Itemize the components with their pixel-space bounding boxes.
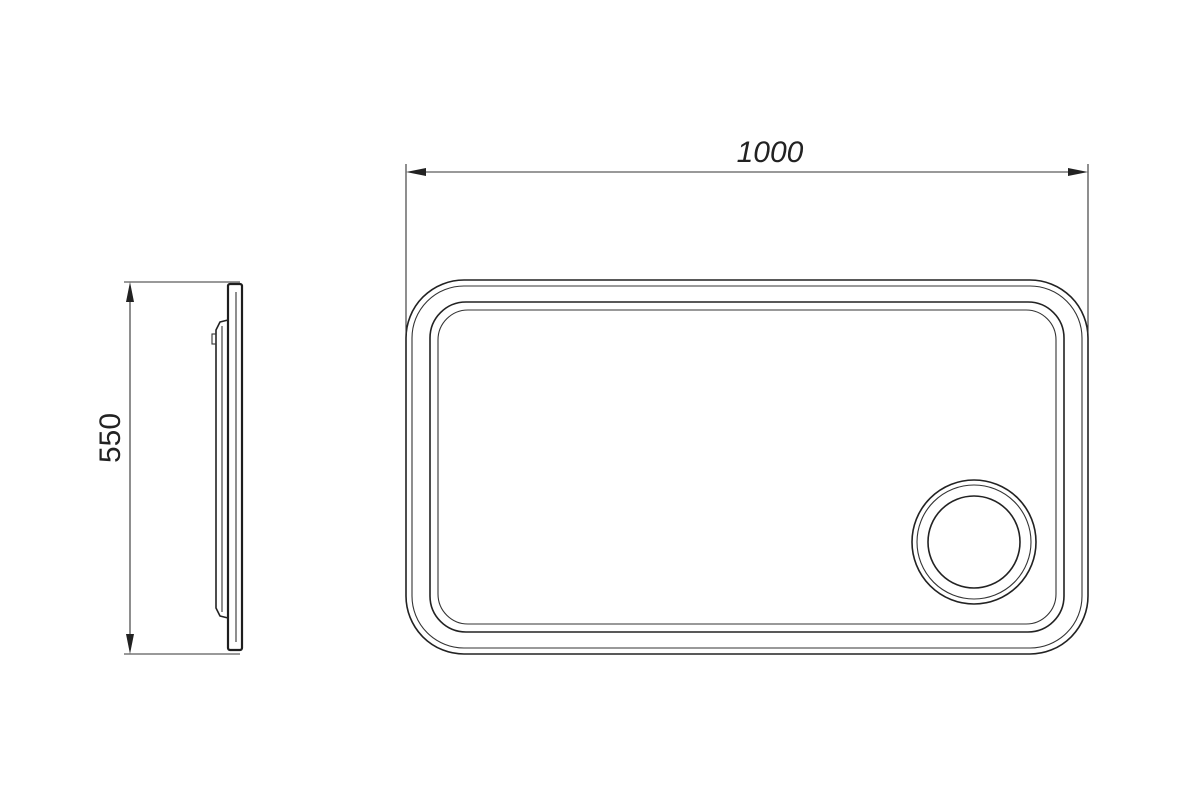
mirror-outer-edge — [405, 279, 1089, 655]
width-label: 1000 — [737, 136, 804, 169]
height-arrow-top — [126, 282, 134, 302]
side-view: 550 — [94, 281, 244, 655]
side-view-frame — [215, 319, 229, 619]
height-label: 550 — [94, 413, 127, 463]
mirror-frame-contour — [411, 285, 1083, 649]
height-arrow-bottom — [126, 634, 134, 654]
magnifier-outer-ring — [911, 479, 1037, 605]
front-view: 1000 — [405, 136, 1089, 655]
magnifier-ring-inner — [916, 484, 1032, 600]
side-view-bracket — [211, 333, 217, 345]
light-strip-inner — [437, 309, 1057, 625]
side-view-glass — [226, 282, 244, 652]
width-arrow-right — [1068, 168, 1088, 176]
light-strip-outer — [429, 301, 1065, 633]
magnifier-glass — [927, 495, 1021, 589]
width-arrow-left — [406, 168, 426, 176]
